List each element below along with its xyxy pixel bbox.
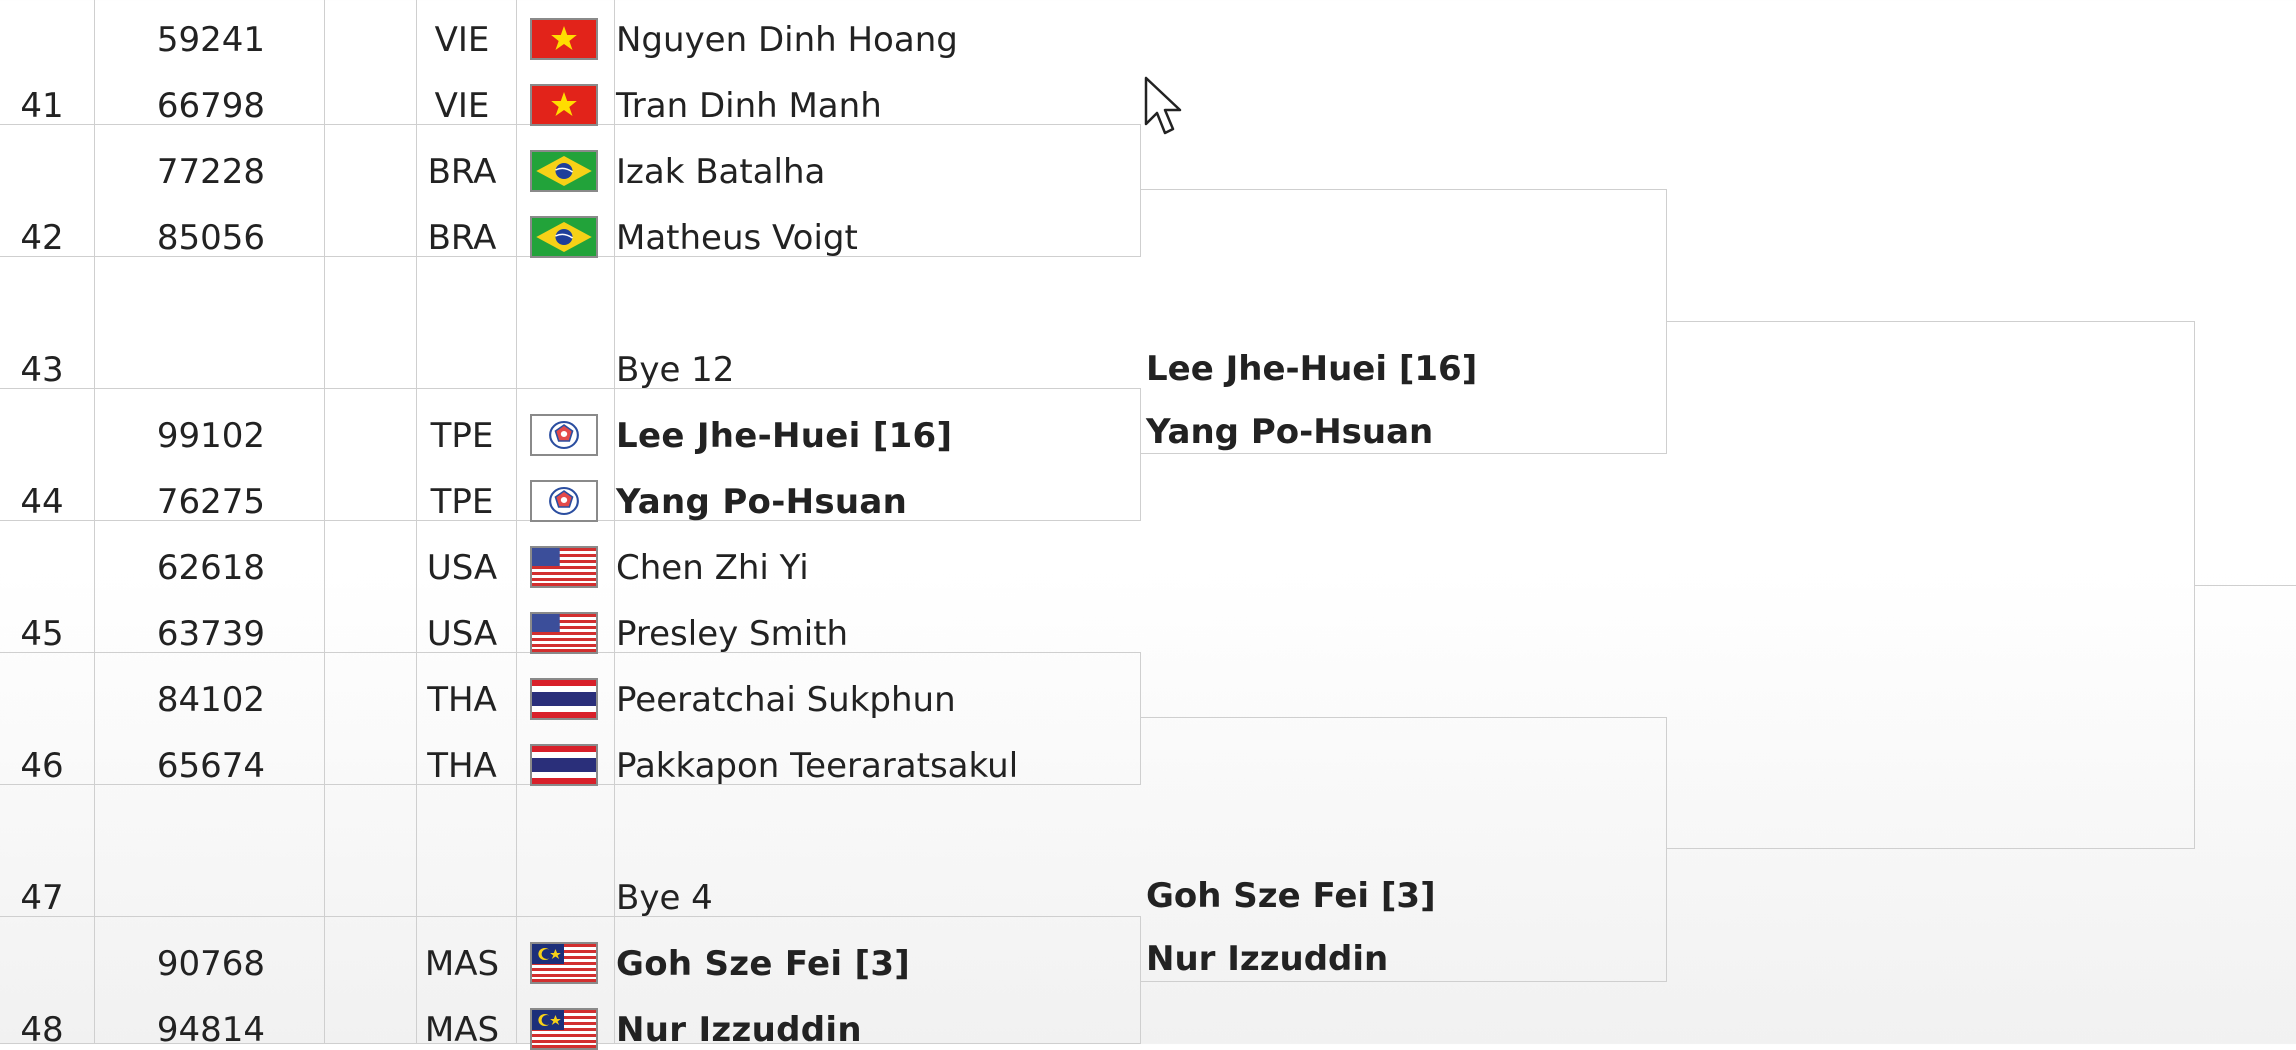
match-divider: [0, 916, 1141, 917]
country-code: MAS: [424, 944, 500, 984]
vietnam-flag-icon: [530, 18, 598, 60]
bracket-line: [1140, 916, 1141, 1044]
bracket-line: [2194, 321, 2195, 849]
match-number: 41: [20, 86, 64, 126]
country-code: TPE: [430, 416, 494, 456]
column-divider: [324, 0, 325, 1044]
match-divider: [0, 388, 1141, 389]
country-code: VIE: [434, 20, 490, 60]
brazil-flag-icon: [530, 216, 598, 258]
player-id: 65674: [156, 746, 266, 786]
malaysia-flag-icon: [530, 942, 598, 984]
player-name[interactable]: Presley Smith: [616, 614, 849, 654]
mouse-cursor-icon: [1144, 76, 1182, 135]
bracket-line: [1141, 981, 1667, 982]
player-name[interactable]: Pakkapon Teeraratsakul: [616, 746, 1019, 786]
bracket-line: [1141, 717, 1667, 718]
player-name[interactable]: Bye 4: [616, 878, 713, 918]
round2-player[interactable]: Goh Sze Fei [3]: [1146, 876, 1436, 916]
player-name[interactable]: Peeratchai Sukphun: [616, 680, 956, 720]
match-number: 42: [20, 218, 64, 258]
round2-player[interactable]: Lee Jhe-Huei [16]: [1146, 349, 1478, 389]
column-divider: [614, 0, 615, 1044]
bracket-line: [1140, 388, 1141, 520]
bracket-line: [2195, 585, 2296, 586]
bracket-line: [1667, 848, 2195, 849]
player-name[interactable]: Nguyen Dinh Hoang: [616, 20, 958, 60]
player-id: 94814: [156, 1010, 266, 1050]
player-id: 90768: [156, 944, 266, 984]
chinese-taipei-flag-icon: [530, 480, 598, 522]
round2-player[interactable]: Yang Po-Hsuan: [1146, 412, 1434, 452]
thailand-flag-icon: [530, 744, 598, 786]
column-divider: [94, 0, 95, 1044]
bracket-line: [1140, 124, 1141, 256]
column-divider: [516, 0, 517, 1044]
match-number: 44: [20, 482, 64, 522]
country-code: USA: [426, 548, 498, 588]
column-divider: [416, 0, 417, 1044]
player-name[interactable]: Tran Dinh Manh: [616, 86, 882, 126]
country-code: TPE: [430, 482, 494, 522]
player-name[interactable]: Goh Sze Fei [3]: [616, 944, 911, 984]
player-id: 62618: [156, 548, 266, 588]
usa-flag-icon: [530, 546, 598, 588]
match-number: 45: [20, 614, 64, 654]
chinese-taipei-flag-icon: [530, 414, 598, 456]
player-id: 66798: [156, 86, 266, 126]
match-number: 47: [20, 878, 64, 918]
bracket-line: [1667, 321, 2195, 322]
country-code: USA: [426, 614, 498, 654]
thailand-flag-icon: [530, 678, 598, 720]
player-id: 85056: [156, 218, 266, 258]
brazil-flag-icon: [530, 150, 598, 192]
match-number: 43: [20, 350, 64, 390]
player-name[interactable]: Yang Po-Hsuan: [616, 482, 908, 522]
player-id: 63739: [156, 614, 266, 654]
bracket-line: [1666, 189, 1667, 454]
bracket-line: [1666, 717, 1667, 982]
player-name[interactable]: Matheus Voigt: [616, 218, 858, 258]
country-code: BRA: [427, 152, 497, 192]
country-code: VIE: [434, 86, 490, 126]
player-id: 99102: [156, 416, 266, 456]
player-id: 77228: [156, 152, 266, 192]
player-name[interactable]: Lee Jhe-Huei [16]: [616, 416, 953, 456]
player-name[interactable]: Izak Batalha: [616, 152, 826, 192]
bracket-line: [1140, 652, 1141, 784]
country-code: THA: [427, 680, 497, 720]
player-id: 59241: [156, 20, 266, 60]
round2-player[interactable]: Nur Izzuddin: [1146, 939, 1389, 979]
bracket-line: [1141, 189, 1667, 190]
bracket-line: [1141, 453, 1667, 454]
match-number: 48: [20, 1010, 64, 1050]
player-name[interactable]: Nur Izzuddin: [616, 1010, 862, 1050]
player-id: 76275: [156, 482, 266, 522]
usa-flag-icon: [530, 612, 598, 654]
vietnam-flag-icon: [530, 84, 598, 126]
player-id: 84102: [156, 680, 266, 720]
country-code: MAS: [424, 1010, 500, 1050]
match-number: 46: [20, 746, 64, 786]
player-name[interactable]: Bye 12: [616, 350, 735, 390]
player-name[interactable]: Chen Zhi Yi: [616, 548, 809, 588]
country-code: BRA: [427, 218, 497, 258]
country-code: THA: [427, 746, 497, 786]
